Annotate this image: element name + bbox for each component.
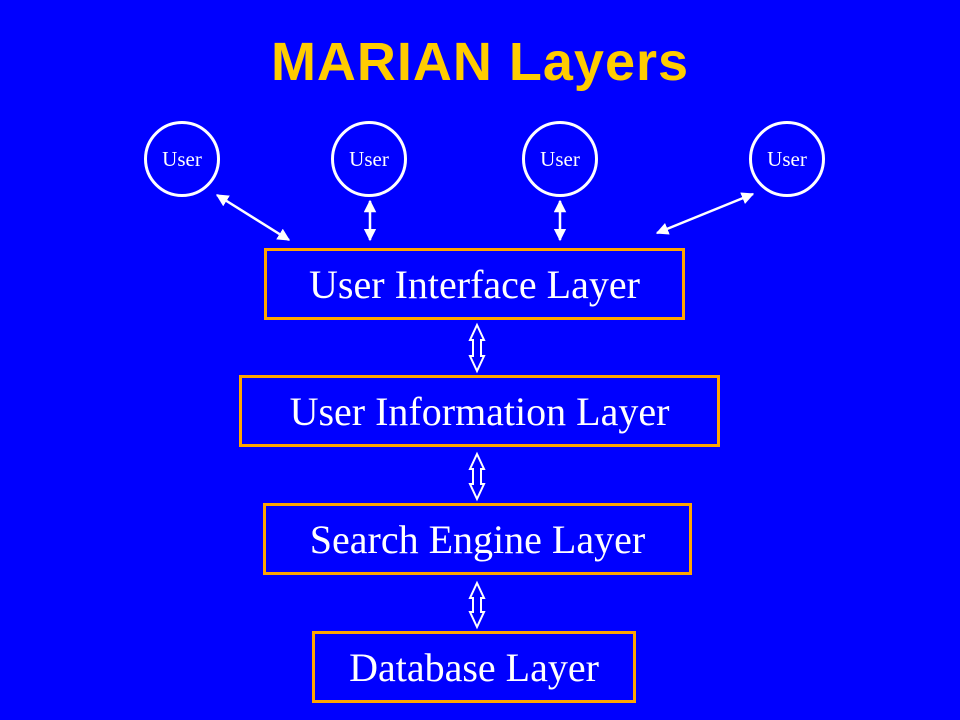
- double-arrow-search-database: [468, 580, 486, 630]
- slide-title: MARIAN Layers: [270, 32, 690, 92]
- user-information-layer-box: User Information Layer: [239, 375, 720, 447]
- double-arrow-interface-information: [468, 322, 486, 374]
- user-node-3: User: [522, 121, 598, 197]
- user-node-1: User: [144, 121, 220, 197]
- user-node-4: User: [749, 121, 825, 197]
- arrow-user1-to-interface: [215, 193, 291, 242]
- database-layer-box: Database Layer: [312, 631, 636, 703]
- search-engine-layer-box: Search Engine Layer: [263, 503, 692, 575]
- arrow-user4-to-interface: [655, 192, 755, 235]
- user-node-2: User: [331, 121, 407, 197]
- double-arrow-information-search: [468, 451, 486, 502]
- user-interface-layer-box: User Interface Layer: [264, 248, 685, 320]
